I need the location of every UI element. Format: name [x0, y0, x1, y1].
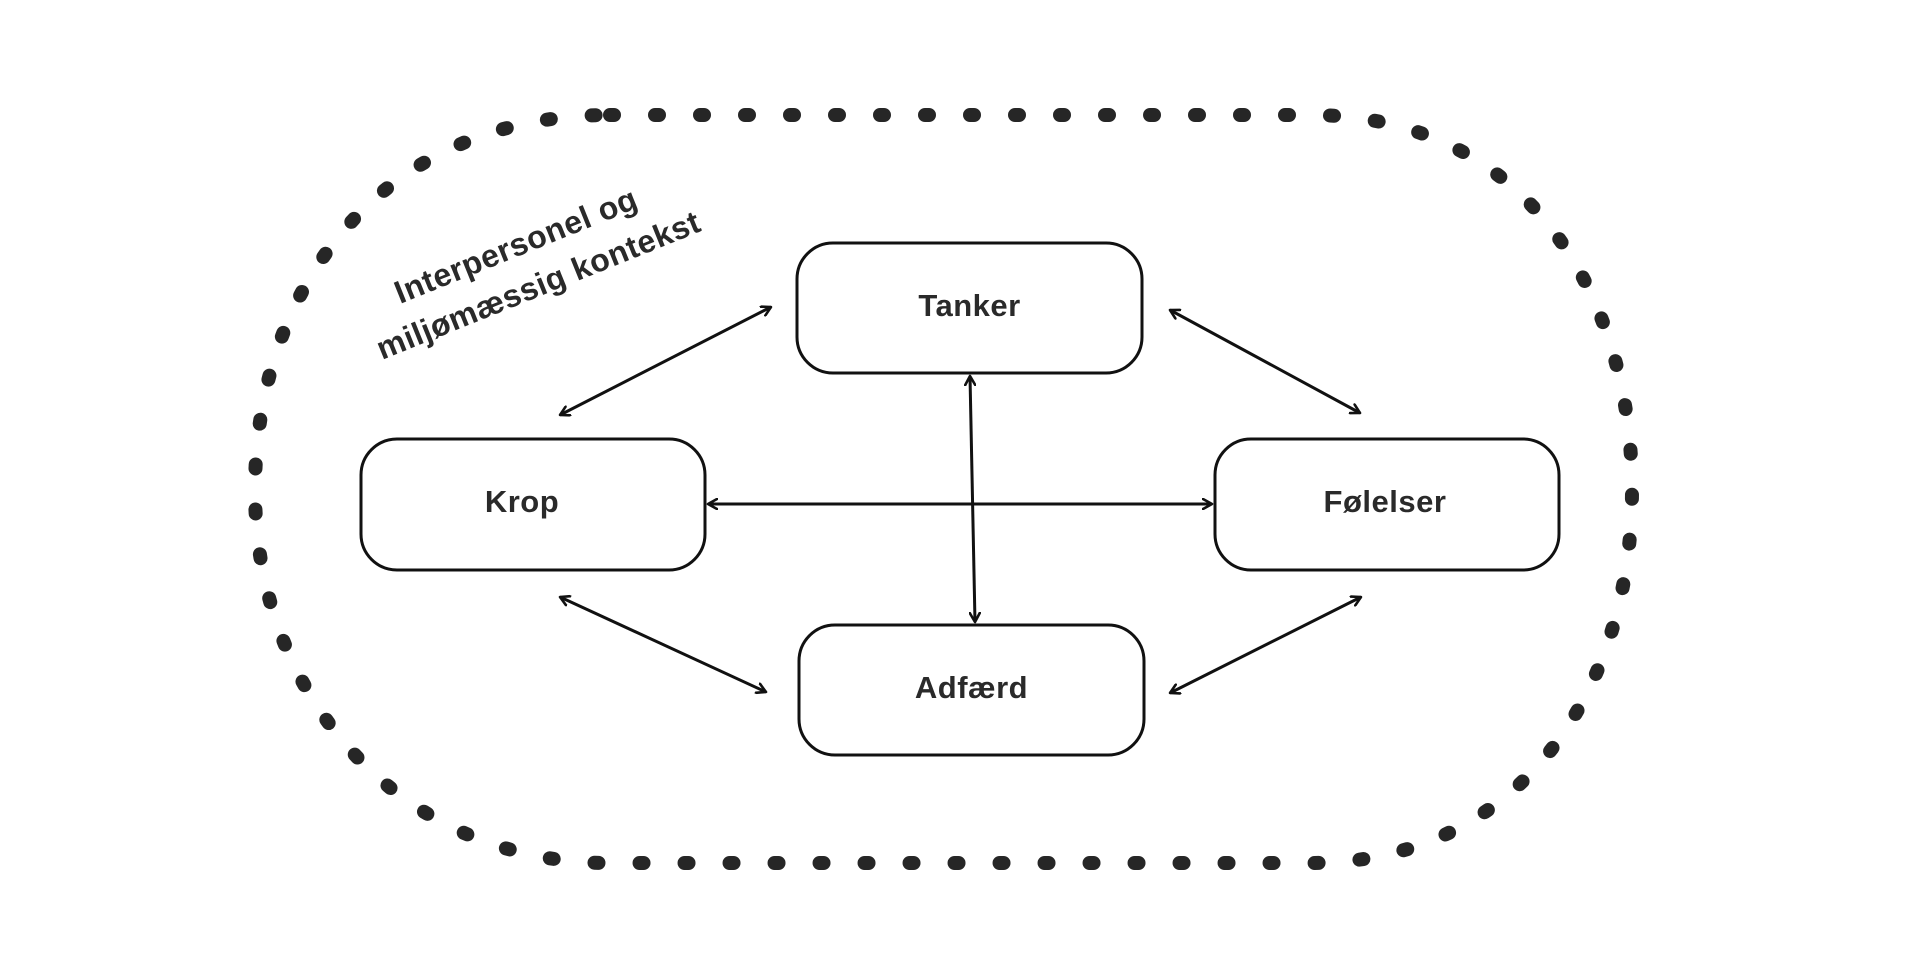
arrow-tanker-folelser — [1170, 310, 1360, 413]
node-folelser-label: Følelser — [1324, 484, 1447, 519]
arrow-tanker-krop — [560, 307, 771, 415]
node-folelser: Følelser — [1213, 437, 1561, 572]
node-tanker-label: Tanker — [918, 288, 1020, 323]
arrow-folelser-adfaerd — [1170, 597, 1361, 693]
arrow-krop-adfaerd — [560, 597, 766, 692]
node-krop: Krop — [359, 437, 707, 572]
node-tanker: Tanker — [795, 241, 1144, 375]
node-krop-label: Krop — [485, 484, 559, 519]
node-adfaerd-label: Adfærd — [915, 670, 1028, 705]
node-adfaerd: Adfærd — [797, 623, 1146, 757]
arrow-tanker-adfaerd — [970, 376, 975, 622]
